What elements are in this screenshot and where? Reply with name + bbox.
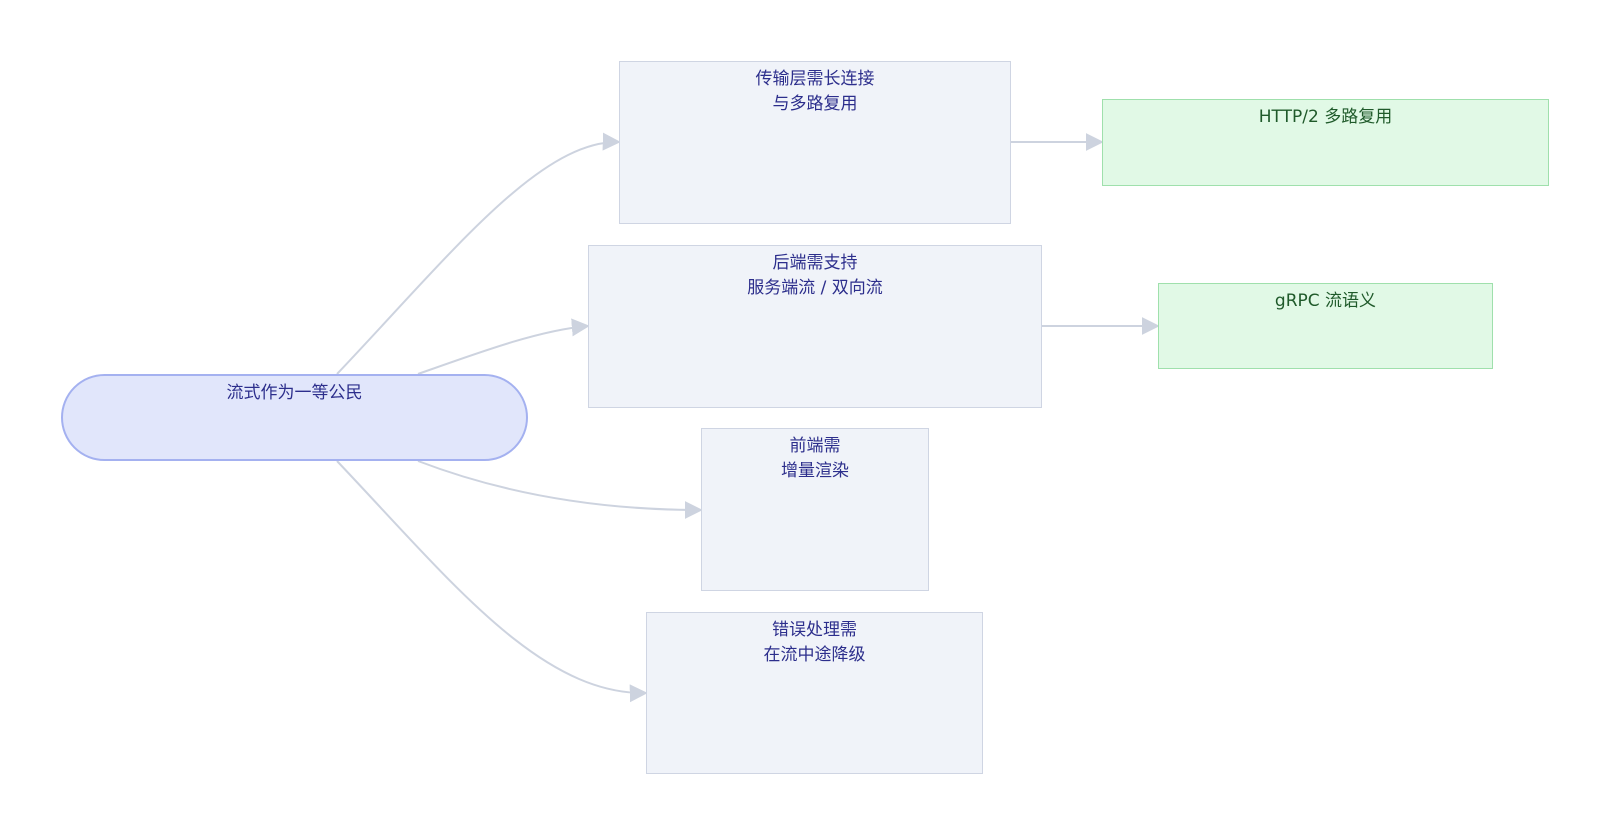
- edge-root-to-error: [336, 460, 648, 703]
- transport-label-line-2: 与多路复用: [772, 94, 858, 114]
- backend-label-line-1: 后端需支持: [772, 253, 858, 273]
- root-node-streaming-first-class: 流式作为一等公民: [61, 374, 528, 461]
- technology-node-http2: HTTP/2 多路复用: [1102, 99, 1549, 186]
- technology-node-grpc: gRPC 流语义: [1158, 283, 1493, 369]
- backend-label-line-2: 服务端流 / 双向流: [747, 278, 883, 298]
- requirement-node-transport: 传输层需长连接 与多路复用: [619, 61, 1011, 224]
- edge-root-to-transport: [336, 132, 621, 375]
- frontend-label-line-1: 前端需: [789, 436, 841, 456]
- frontend-label-line-2: 增量渲染: [781, 461, 849, 481]
- requirement-node-error-handling: 错误处理需 在流中途降级: [646, 612, 983, 774]
- edge-root-to-frontend: [417, 460, 703, 519]
- edge-root-to-backend: [417, 318, 590, 375]
- error-label-line-1: 错误处理需: [772, 620, 857, 640]
- requirement-node-frontend: 前端需 增量渲染: [701, 428, 929, 591]
- grpc-label: gRPC 流语义: [1274, 291, 1377, 311]
- http2-label: HTTP/2 多路复用: [1258, 107, 1393, 127]
- requirement-node-backend: 后端需支持 服务端流 / 双向流: [588, 245, 1042, 408]
- root-node-label: 流式作为一等公民: [226, 383, 363, 403]
- error-label-line-2: 在流中途降级: [763, 645, 866, 665]
- transport-label-line-1: 传输层需长连接: [755, 69, 875, 89]
